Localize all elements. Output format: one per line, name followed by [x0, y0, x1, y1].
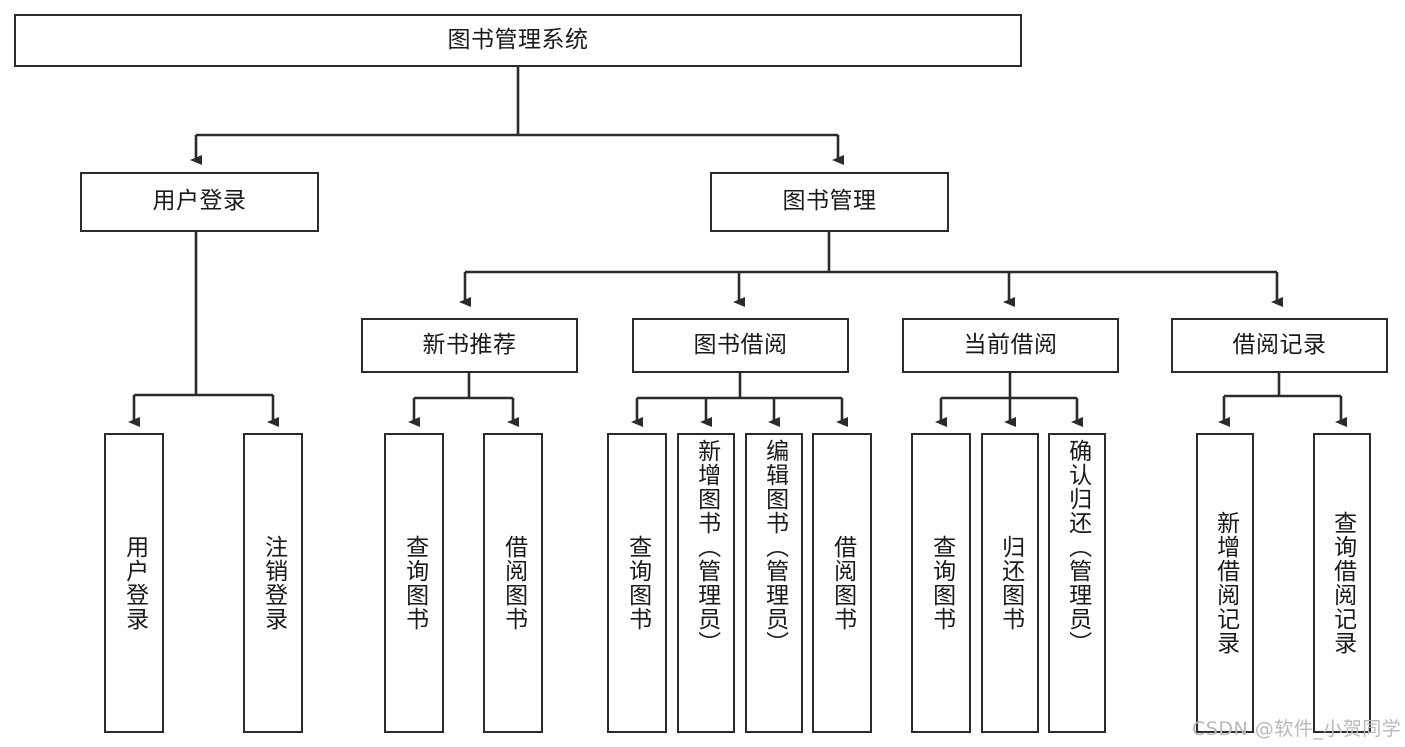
node-user-login-label: 用户登录	[152, 188, 247, 215]
leaf-book-borrow-query[interactable]: 查询图书	[607, 433, 667, 733]
leaf-new-book-query[interactable]: 查询图书	[384, 433, 444, 733]
leaf-label: 编辑图书（管理员）	[761, 439, 788, 655]
leaf-label: 查询图书	[928, 535, 955, 631]
watermark-text: CSDN @软件_小贺同学	[1192, 718, 1402, 740]
leaf-label: 新增图书（管理员）	[693, 439, 720, 655]
node-new-book-recommend[interactable]: 新书推荐	[361, 318, 578, 373]
leaf-label: 注销登录	[260, 535, 287, 631]
node-root[interactable]: 图书管理系统	[14, 14, 1022, 67]
node-book-management[interactable]: 图书管理	[710, 172, 949, 232]
leaf-label: 新增借阅记录	[1212, 511, 1239, 655]
node-book-management-label: 图书管理	[782, 188, 877, 215]
watermark: CSDN @软件_小贺同学	[1192, 714, 1401, 741]
leaf-label: 归还图书	[997, 535, 1024, 631]
node-book-borrow[interactable]: 图书借阅	[632, 318, 849, 373]
node-new-book-recommend-label: 新书推荐	[422, 331, 517, 358]
leaf-label: 查询图书	[401, 535, 428, 631]
node-root-label: 图书管理系统	[447, 26, 589, 53]
leaf-current-borrow-query[interactable]: 查询图书	[911, 433, 971, 733]
leaf-label: 确认归还（管理员）	[1064, 439, 1091, 655]
node-borrow-record[interactable]: 借阅记录	[1171, 318, 1388, 373]
leaf-borrow-record-add[interactable]: 新增借阅记录	[1196, 433, 1254, 733]
node-user-login[interactable]: 用户登录	[80, 172, 319, 232]
leaf-borrow-record-query[interactable]: 查询借阅记录	[1313, 433, 1371, 733]
node-current-borrow[interactable]: 当前借阅	[902, 318, 1119, 373]
leaf-new-book-borrow[interactable]: 借阅图书	[483, 433, 543, 733]
leaf-book-borrow-add[interactable]: 新增图书（管理员）	[677, 433, 735, 733]
leaf-book-borrow-borrow[interactable]: 借阅图书	[812, 433, 872, 733]
leaf-label: 借阅图书	[500, 535, 527, 631]
node-borrow-record-label: 借阅记录	[1232, 331, 1327, 358]
leaf-current-borrow-confirm-return[interactable]: 确认归还（管理员）	[1048, 433, 1106, 733]
leaf-label: 查询借阅记录	[1329, 511, 1356, 655]
leaf-label: 借阅图书	[829, 535, 856, 631]
leaf-current-borrow-return[interactable]: 归还图书	[981, 433, 1039, 733]
node-current-borrow-label: 当前借阅	[963, 331, 1058, 358]
leaf-label: 查询图书	[624, 535, 651, 631]
leaf-user-login-login[interactable]: 用户登录	[104, 433, 164, 733]
leaf-book-borrow-edit[interactable]: 编辑图书（管理员）	[745, 433, 803, 733]
leaf-user-login-logout[interactable]: 注销登录	[243, 433, 303, 733]
leaf-label: 用户登录	[121, 535, 148, 631]
node-book-borrow-label: 图书借阅	[693, 331, 788, 358]
